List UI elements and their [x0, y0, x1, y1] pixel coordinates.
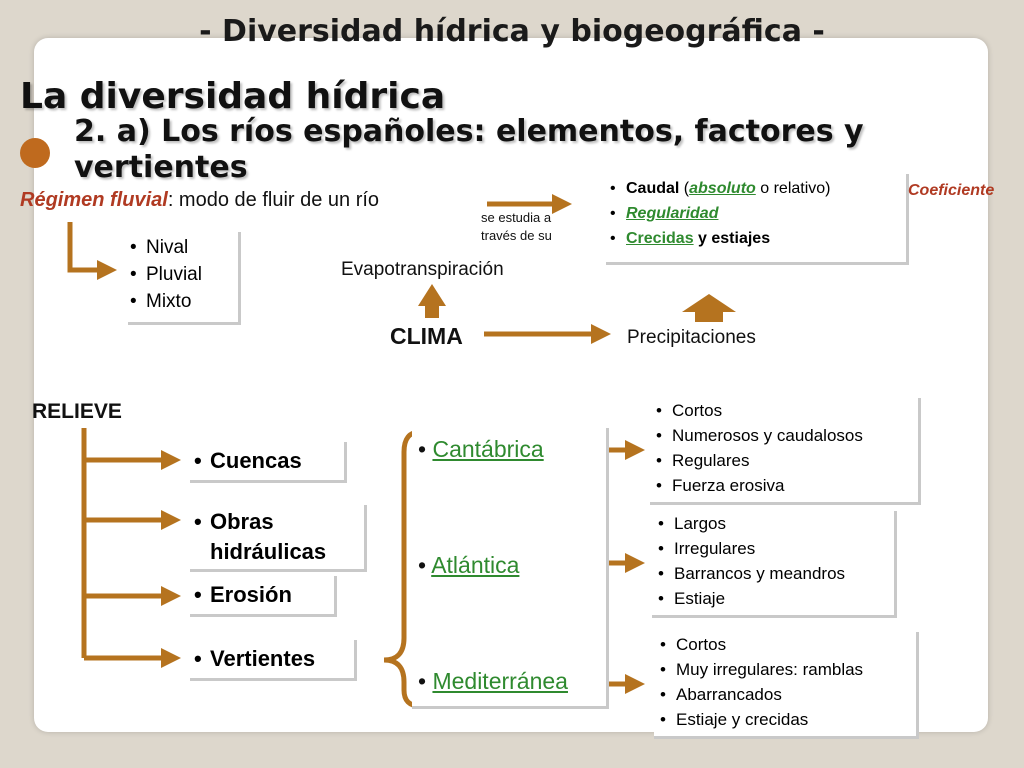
list-item: Irregulares: [658, 536, 894, 561]
section-title: La diversidad hídrica: [20, 76, 446, 117]
list-item: Largos: [658, 511, 894, 536]
list-item: Cortos: [656, 398, 918, 423]
atlantica-features-box: Largos Irregulares Barrancos y meandros …: [652, 511, 897, 618]
relieve-item-cuencas: Cuencas: [190, 442, 347, 483]
caudal-open: (: [679, 180, 690, 197]
page-title: - Diversidad hídrica y biogeográfica -: [199, 14, 825, 49]
bullet-dot-icon: [20, 138, 50, 168]
cantabrica-link[interactable]: Cantábrica: [432, 436, 544, 462]
list-item: Nival: [130, 234, 238, 261]
vertiente-atlantica: • Atlántica: [418, 552, 520, 578]
vertiente-mediterranea: • Mediterránea: [418, 668, 568, 694]
list-item: Regularidad: [610, 201, 906, 226]
list-item: Muy irregulares: ramblas: [660, 657, 916, 682]
regimen-types-box: Nival Pluvial Mixto: [128, 232, 241, 325]
list-item: Estiaje: [658, 586, 894, 611]
list-item: Estiaje y crecidas: [660, 707, 916, 732]
list-item: Barrancos y meandros: [658, 561, 894, 586]
caudal-label: Caudal: [626, 180, 680, 197]
vertientes-box: • Cantábrica • Atlántica • Mediterránea: [412, 428, 609, 709]
list-item: Numerosos y caudalosos: [656, 423, 918, 448]
list-item: Crecidas y estiajes: [610, 226, 906, 251]
estiajes-text: y estiajes: [693, 230, 771, 247]
caudal-suffix: o relativo): [755, 180, 831, 197]
list-item: Cortos: [660, 632, 916, 657]
regimen-definition: Régimen fluvial: modo de fluir de un río: [20, 189, 379, 212]
vertiente-cantabrica: • Cantábrica: [418, 436, 544, 462]
list-item: Fuerza erosiva: [656, 473, 918, 498]
regularidad-link[interactable]: Regularidad: [626, 205, 719, 222]
list-item: Vertientes: [194, 640, 354, 678]
relieve-item-erosion: Erosión: [190, 576, 337, 617]
caudal-box: Caudal (absoluto o relativo) Regularidad…: [606, 174, 909, 265]
list-item: Regulares: [656, 448, 918, 473]
regimen-note: se estudia a través de su: [481, 209, 552, 245]
evapotranspiracion-label: Evapotranspiración: [341, 259, 504, 280]
arrow-up-evapotranspiracion: [418, 284, 446, 318]
subtitle: 2. a) Los ríos españoles: elementos, fac…: [74, 114, 864, 185]
list-item: Obras hidráulicas: [194, 507, 350, 567]
list-item: Pluvial: [130, 261, 238, 288]
regimen-definition-text: : modo de fluir de un río: [167, 189, 380, 211]
crecidas-link[interactable]: Crecidas: [626, 230, 694, 247]
relieve-label: RELIEVE: [32, 400, 122, 423]
clima-label: CLIMA: [390, 323, 463, 349]
regimen-note-line2: través de su: [481, 228, 552, 243]
list-item: Abarrancados: [660, 682, 916, 707]
list-item: Cuencas: [194, 442, 344, 480]
relieve-item-vertientes: Vertientes: [190, 640, 357, 681]
coeficiente-label: Coeficiente: [908, 182, 995, 199]
mediterranea-features-box: Cortos Muy irregulares: ramblas Abarranc…: [654, 632, 919, 739]
absoluto-link[interactable]: absoluto: [689, 180, 756, 197]
arrow-up-precipitaciones: [682, 294, 736, 322]
list-item: Erosión: [194, 576, 334, 614]
regimen-term: Régimen fluvial: [20, 189, 168, 211]
vertientes-brace: [383, 429, 421, 709]
list-item: Caudal (absoluto o relativo): [610, 176, 906, 201]
cantabrica-features-box: Cortos Numerosos y caudalosos Regulares …: [650, 398, 921, 505]
regimen-note-line1: se estudia a: [481, 210, 552, 225]
relieve-item-obras: Obras hidráulicas: [190, 505, 367, 572]
mediterranea-link[interactable]: Mediterránea: [432, 668, 568, 694]
precipitaciones-label: Precipitaciones: [627, 327, 756, 348]
arrow-regimen-types: [67, 222, 117, 280]
list-item: Mixto: [130, 288, 238, 315]
atlantica-link[interactable]: Atlántica: [431, 552, 520, 578]
